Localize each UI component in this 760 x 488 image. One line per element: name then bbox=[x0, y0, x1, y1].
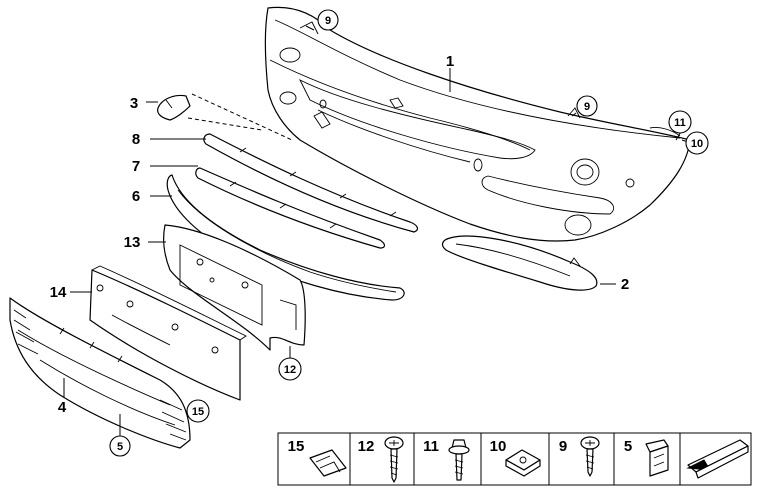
fastener-small-clip[interactable] bbox=[313, 111, 331, 129]
callout-7-label: 7 bbox=[132, 158, 140, 175]
callout-9a-ring bbox=[317, 9, 339, 31]
tow-eye-cover[interactable] bbox=[157, 94, 191, 121]
spring-clip-icon bbox=[645, 439, 669, 477]
callout-8-label: 8 bbox=[132, 131, 140, 148]
callout-10-label: 10 bbox=[691, 138, 703, 150]
callout-5-label: 5 bbox=[117, 441, 123, 453]
legend-item-5[interactable]: 5 bbox=[624, 438, 669, 477]
callout-9a-label: 9 bbox=[325, 15, 331, 27]
callout-15-label: 15 bbox=[192, 406, 204, 418]
callout-15-ring bbox=[186, 399, 210, 423]
reinforcement-bar[interactable] bbox=[89, 265, 247, 401]
legend-item-12[interactable]: 12 bbox=[358, 436, 404, 483]
license-plate-bracket[interactable] bbox=[163, 224, 306, 351]
callout-10-ring bbox=[685, 131, 709, 155]
upper-trim-strip[interactable] bbox=[203, 133, 419, 233]
legend-9-label: 9 bbox=[559, 438, 567, 455]
clip-nut-icon bbox=[505, 449, 541, 477]
bumper-side-trim[interactable] bbox=[441, 235, 598, 291]
callout-14-label: 14 bbox=[50, 284, 67, 301]
legend-item-11[interactable]: 11 bbox=[423, 438, 470, 481]
callout-11-ring bbox=[668, 110, 692, 134]
callout-13-label: 13 bbox=[124, 234, 141, 251]
callout-2: 2 bbox=[621, 276, 629, 293]
legend-item-10[interactable]: 10 bbox=[490, 438, 541, 477]
callout-3: 3 bbox=[130, 95, 138, 112]
legend-15-label: 15 bbox=[288, 438, 305, 455]
legend-10-label: 10 bbox=[490, 438, 507, 455]
callout-4-label: 4 bbox=[58, 399, 67, 416]
hex-bolt-icon bbox=[448, 439, 470, 481]
bumper-cover[interactable] bbox=[264, 6, 691, 242]
callout-2-label: 2 bbox=[621, 276, 629, 293]
callout-4: 4 bbox=[58, 399, 67, 416]
legend-item-15[interactable]: 15 bbox=[288, 438, 347, 477]
direction-arrow-icon bbox=[686, 439, 749, 479]
callout-5-ring bbox=[109, 435, 131, 457]
callout-1: 1 bbox=[446, 53, 454, 70]
callout-3-label: 3 bbox=[130, 95, 138, 112]
callout-9b-ring bbox=[576, 95, 598, 117]
callout-12-ring bbox=[278, 357, 302, 381]
callout-12-label: 12 bbox=[284, 364, 296, 376]
grille-clip-icon bbox=[309, 449, 347, 477]
legend-item-9[interactable]: 9 bbox=[559, 436, 600, 477]
legend-11-label: 11 bbox=[423, 438, 439, 455]
callout-1-label: 1 bbox=[446, 53, 454, 70]
screw-9-icon bbox=[580, 436, 600, 477]
middle-trim-strip[interactable] bbox=[195, 167, 386, 249]
screw-12-icon bbox=[384, 436, 404, 483]
callout-9b-label: 9 bbox=[584, 101, 590, 113]
callout-11-label: 11 bbox=[674, 117, 686, 129]
lower-grille[interactable] bbox=[9, 297, 191, 449]
callout-6-label: 6 bbox=[132, 188, 140, 205]
legend-12-label: 12 bbox=[358, 438, 375, 455]
legend-5-label: 5 bbox=[624, 438, 632, 455]
